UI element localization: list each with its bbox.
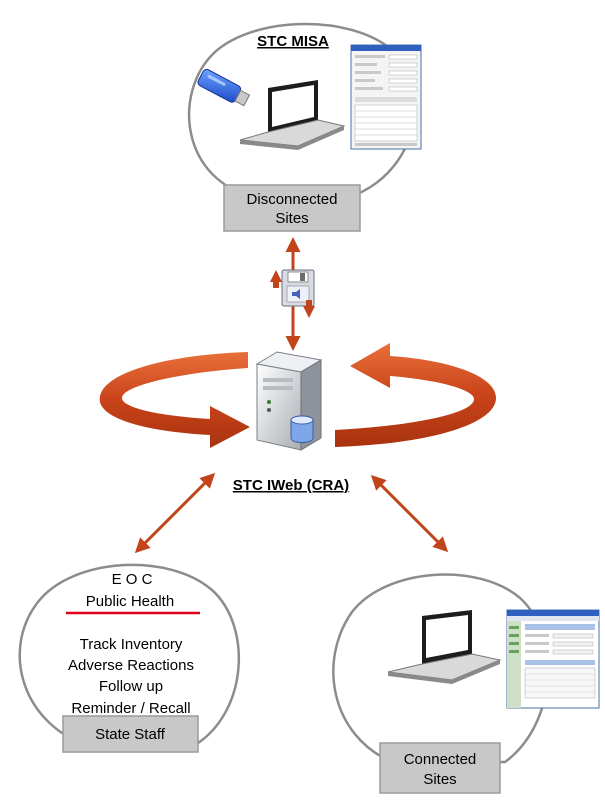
sync-connector <box>270 237 315 351</box>
laptop-icon <box>239 80 346 150</box>
left-node-item-reminder: Reminder / Recall <box>71 700 190 717</box>
laptop-icon-right <box>387 610 502 684</box>
top-node: STC MISA <box>187 22 422 232</box>
center-title: STC IWeb (CRA) <box>233 477 349 494</box>
top-node-label-line1: Disconnected <box>247 191 338 208</box>
database-icon <box>290 415 314 443</box>
top-node-title: STC MISA <box>257 33 329 50</box>
ring-arrow-left <box>99 352 250 448</box>
top-node-label-line2: Sites <box>275 210 308 227</box>
top-node-label-box <box>223 184 361 232</box>
left-diagonal-double-arrow <box>134 472 216 554</box>
left-node-label: State Staff <box>95 726 166 743</box>
usb-drive-icon <box>197 68 251 107</box>
left-node-bubble <box>18 563 240 747</box>
left-node-label-box <box>62 715 199 753</box>
left-node-item-adverse: Adverse Reactions <box>68 657 194 674</box>
right-node-label-box <box>379 742 501 794</box>
right-diagonal-double-arrow <box>370 474 449 553</box>
left-node-line1: E O C <box>112 571 153 588</box>
left-node: E O C Public Health Track Inventory Adve… <box>18 563 240 753</box>
ring-arrow-right <box>335 343 496 447</box>
upload-arrow-icon <box>270 270 282 288</box>
floppy-disk-icon <box>281 269 315 307</box>
browser-screenshot-icon <box>506 609 600 709</box>
form-screenshot-icon <box>350 44 422 150</box>
right-node: Connected Sites <box>332 573 600 794</box>
right-node-label-line2: Sites <box>423 771 456 788</box>
left-node-line2: Public Health <box>86 593 174 610</box>
right-node-label-line1: Connected <box>404 751 477 768</box>
sync-cycle: STC IWeb (CRA) <box>99 343 496 494</box>
left-node-item-follow: Follow up <box>99 678 163 695</box>
server-icon <box>255 351 323 451</box>
download-arrow-icon <box>303 300 315 318</box>
left-node-item-track: Track Inventory <box>80 636 183 653</box>
